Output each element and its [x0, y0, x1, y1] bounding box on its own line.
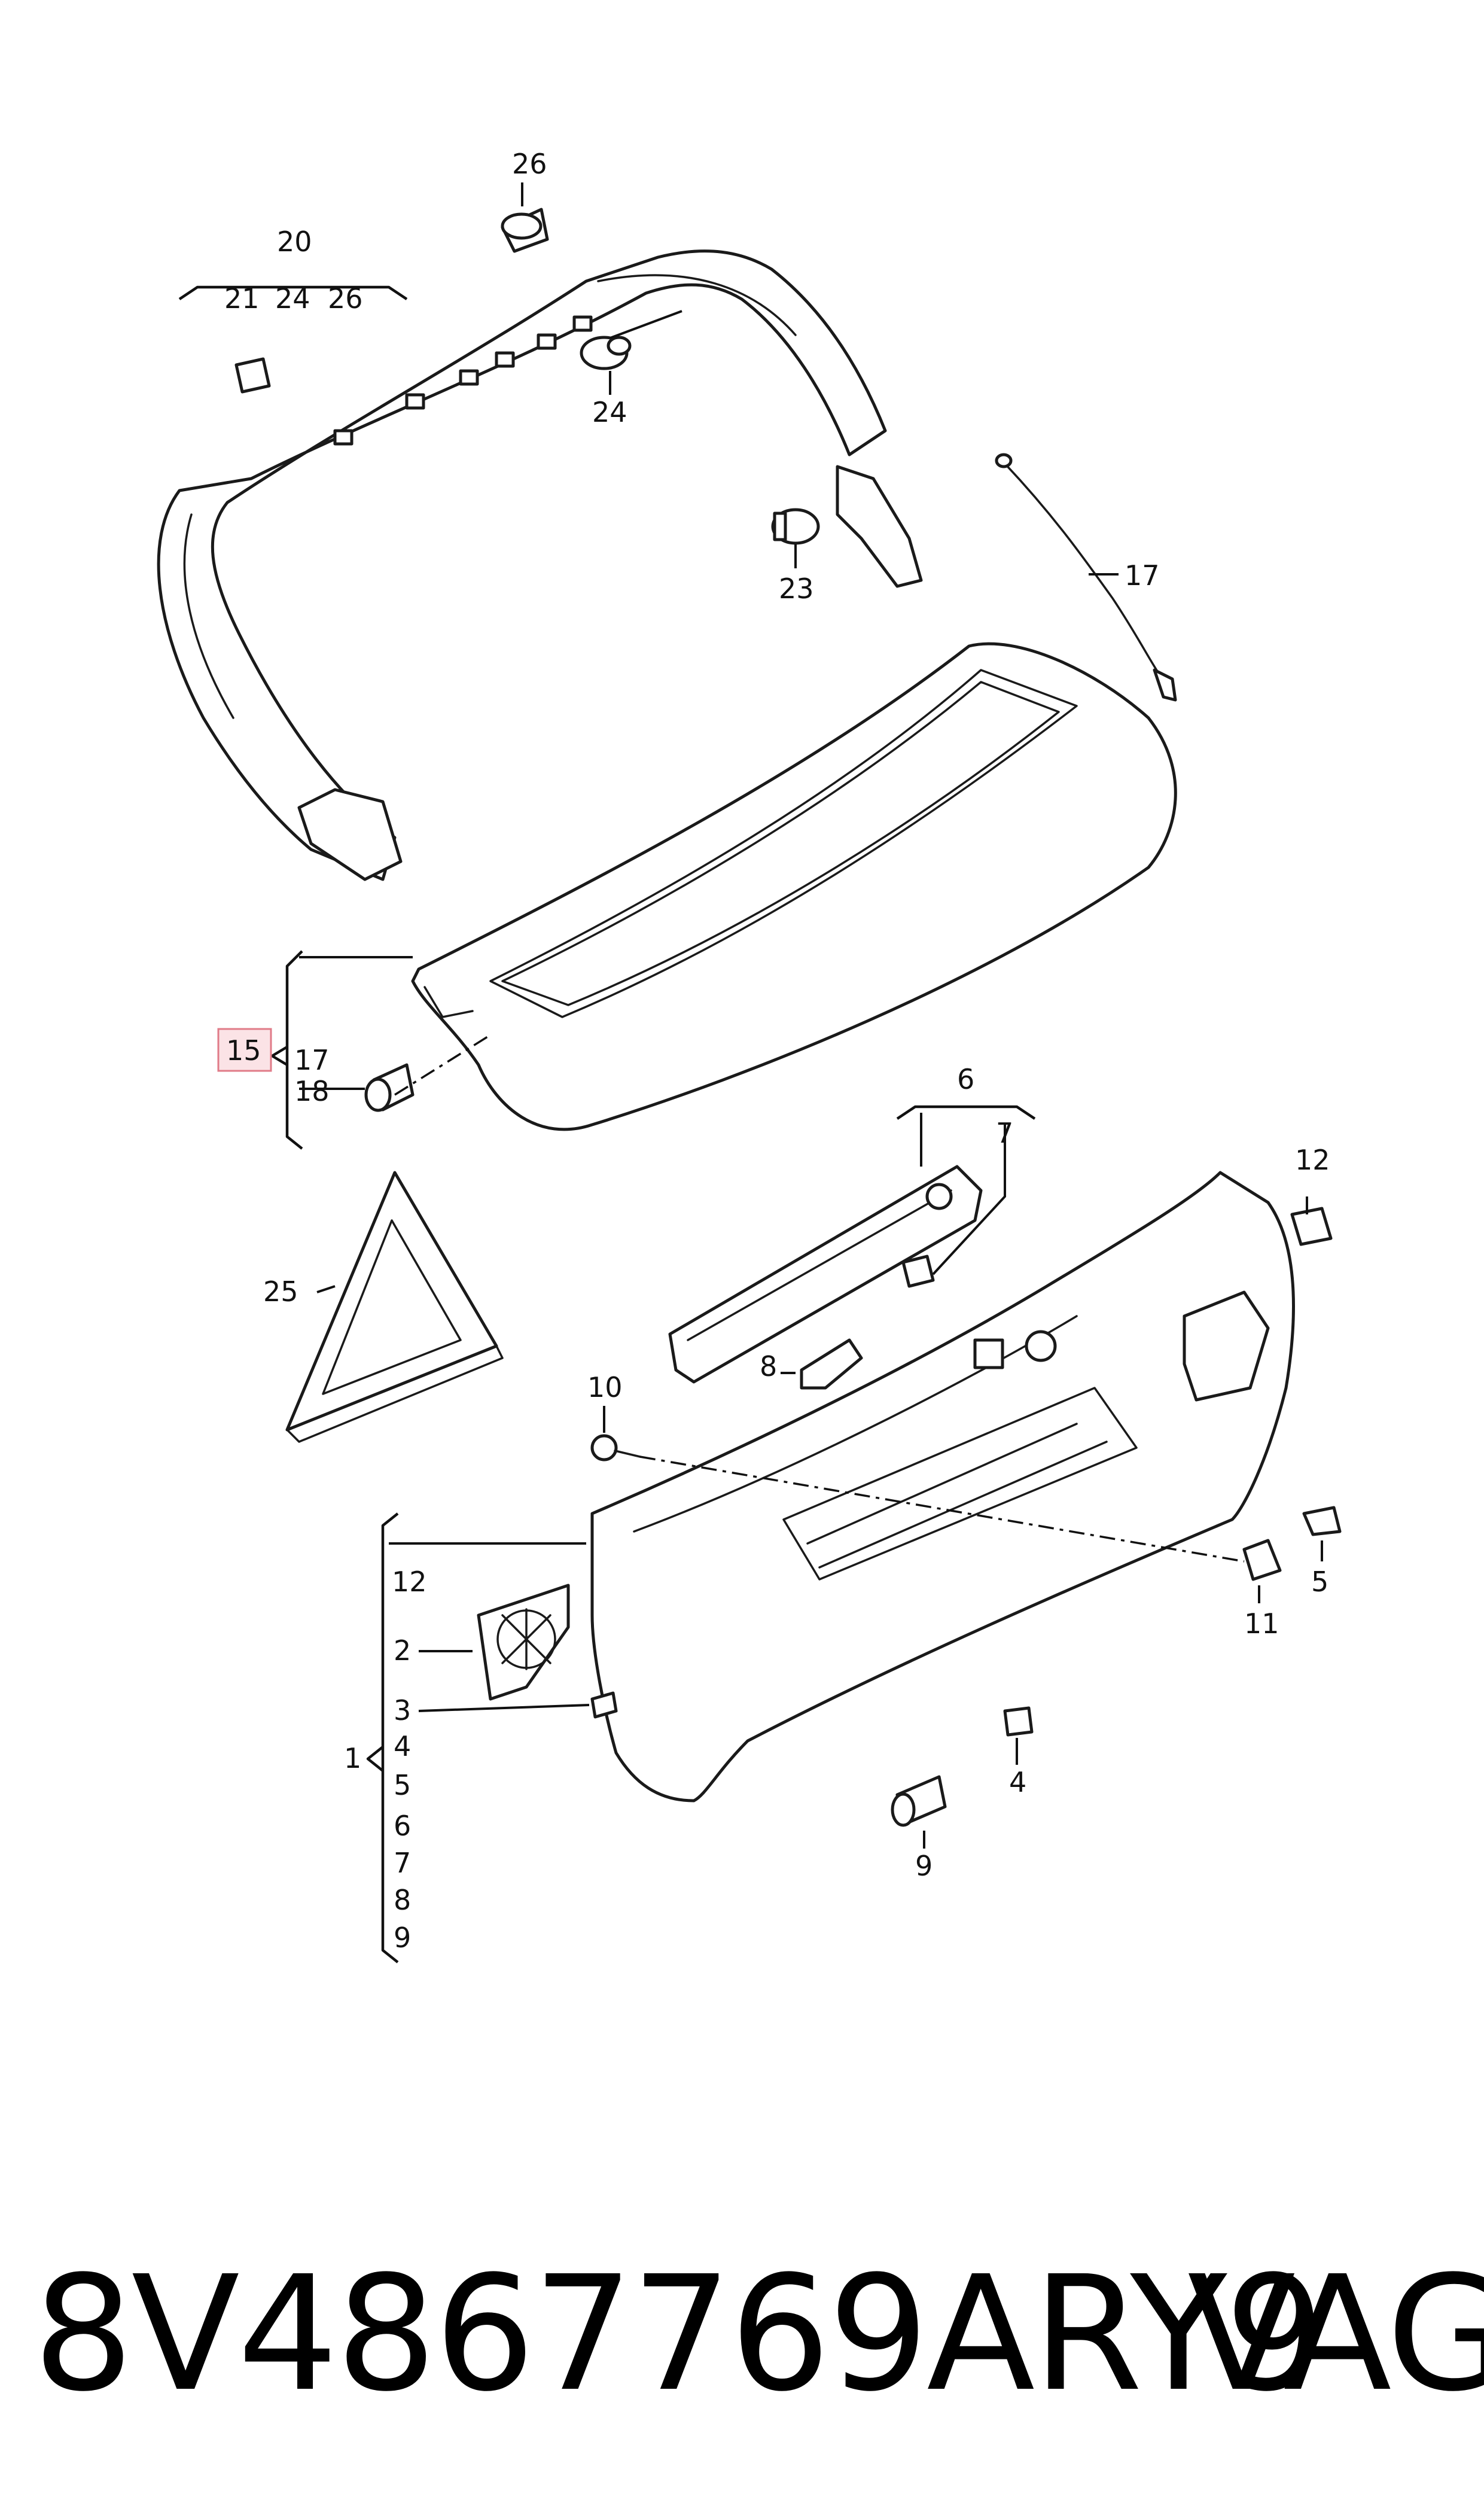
leader-lines [299, 182, 1323, 1849]
cap-part-8 [800, 1338, 863, 1390]
highlight-box-15 [217, 1028, 272, 1072]
warning-triangle [285, 1171, 504, 1443]
handle-strip [668, 1165, 983, 1384]
callout-4: 4 [394, 1730, 411, 1762]
callout-21: 21 [224, 282, 260, 315]
clip-part-21 [234, 357, 271, 394]
callout-8: 8 [394, 1884, 411, 1916]
callout-4-right: 4 [1009, 1766, 1026, 1798]
callout-18: 18 [294, 1075, 330, 1107]
clip-part-24 [580, 336, 632, 370]
part-number: 8V4867769ARY9 [33, 2242, 1325, 2426]
dash-lines [394, 1034, 1245, 1563]
callout-24b: 24 [592, 396, 627, 428]
callout-5-right: 5 [1311, 1566, 1328, 1598]
callout-23: 23 [779, 573, 814, 605]
clip-part-4 [1003, 1706, 1034, 1737]
callout-15: 15 [226, 1034, 261, 1067]
window-frame-trim [157, 249, 923, 881]
callout-9-right: 9 [915, 1850, 933, 1882]
callout-25: 25 [263, 1275, 298, 1308]
callout-10: 10 [587, 1371, 623, 1403]
callout-9: 9 [394, 1922, 411, 1954]
callout-2: 2 [394, 1634, 411, 1667]
callout-26: 26 [328, 282, 363, 315]
tailgate-trim-panel [590, 1171, 1295, 1803]
callout-6: 6 [394, 1810, 411, 1842]
callout-20: 20 [277, 226, 312, 258]
parcel-shelf [411, 642, 1177, 1131]
clip-part-3 [590, 1691, 618, 1719]
callout-3: 3 [394, 1694, 411, 1727]
brand-label: VAG [1187, 2242, 1484, 2426]
trim-clips [333, 315, 593, 446]
clip-part-11 [1242, 1539, 1282, 1581]
clip-part-5 [1302, 1506, 1342, 1536]
callout-26-top: 26 [512, 148, 547, 180]
callout-labels: 26 20 21 24 26 24 23 17 15 17 18 6 7 12 … [224, 148, 1330, 1954]
callout-17-top: 17 [1125, 559, 1160, 592]
clip-part-23 [771, 508, 820, 545]
callout-5: 5 [394, 1769, 411, 1801]
screw-part-10 [590, 1434, 641, 1462]
clip-part-12 [1290, 1207, 1333, 1246]
callout-6-top: 6 [957, 1063, 974, 1095]
callout-12: 12 [392, 1566, 427, 1598]
callout-8-top: 8 [760, 1350, 777, 1383]
spacer-part-26 [501, 208, 549, 253]
callout-11: 11 [1244, 1607, 1279, 1640]
buffer-part-18 [364, 1063, 415, 1112]
buffer-part-9 [891, 1775, 947, 1827]
speaker-grille-part-2 [477, 1584, 570, 1701]
callout-7-top: 7 [996, 1117, 1013, 1149]
callout-1: 1 [344, 1742, 361, 1774]
callout-7: 7 [394, 1847, 411, 1879]
callout-12-top: 12 [1295, 1144, 1330, 1176]
group-brackets [178, 285, 1036, 1963]
callout-24: 24 [275, 282, 310, 315]
cable-part-17 [995, 453, 1177, 702]
callout-17: 17 [294, 1044, 330, 1076]
